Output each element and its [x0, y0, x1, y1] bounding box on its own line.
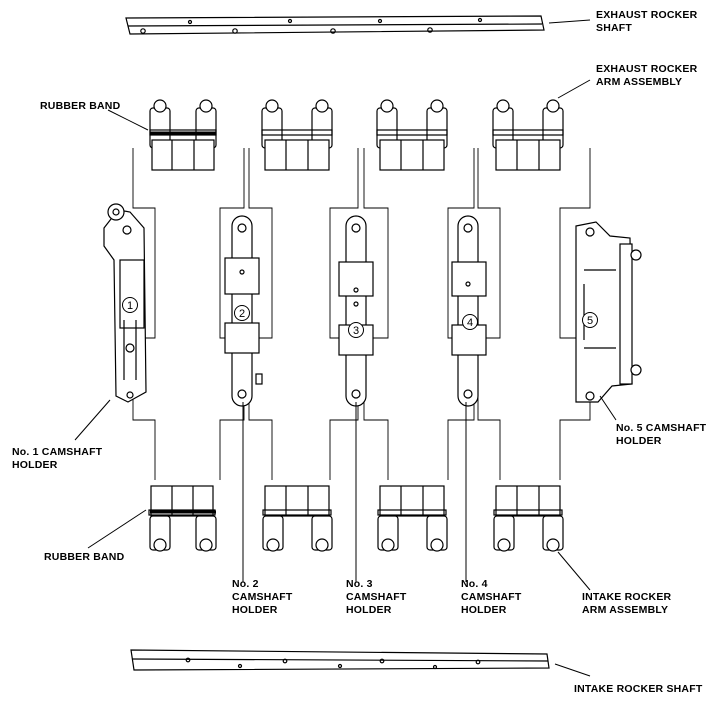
intake-rocker-arm-4: [493, 485, 564, 552]
label-no2-camshaft-holder: No. 2 CAMSHAFT HOLDER: [232, 578, 296, 616]
exhaust-rocker-shaft: [125, 15, 545, 35]
holder-number-3: 3: [353, 325, 359, 337]
label-no5-camshaft-holder: No. 5 CAMSHAFT HOLDER: [616, 422, 709, 447]
camshaft-holder-2: [224, 215, 263, 407]
label-rubber-band-bottom: RUBBER BAND: [44, 551, 125, 563]
leader-lines: [74, 19, 617, 677]
camshaft-holder-3: [338, 215, 374, 407]
exhaust-rocker-arm-2: [261, 99, 333, 171]
intake-rocker-shaft: [130, 649, 550, 671]
label-rubber-band-top: RUBBER BAND: [40, 100, 121, 112]
label-no4-camshaft-holder: No. 4 CAMSHAFT HOLDER: [461, 578, 525, 616]
connection-outlines: [132, 148, 591, 480]
exhaust-rocker-arm-4: [492, 99, 564, 171]
label-intake-rocker-shaft: INTAKE ROCKER SHAFT: [574, 683, 703, 695]
intake-rocker-arm-3: [377, 485, 448, 552]
holder-number-5: 5: [587, 315, 593, 327]
holder-number-2: 2: [239, 308, 245, 320]
intake-rocker-arm-1: [148, 485, 217, 552]
exhaust-rocker-arm-1: [149, 99, 217, 171]
holder-number-1: 1: [127, 300, 133, 312]
holder-number-markers: 1 2 3 4 5: [122, 297, 598, 338]
label-no1-camshaft-holder: No. 1 CAMSHAFT HOLDER: [12, 446, 105, 471]
label-exhaust-rocker-arm-assembly: EXHAUST ROCKER ARM ASSEMBLY: [596, 63, 701, 88]
label-exhaust-rocker-shaft: EXHAUST ROCKER SHAFT: [596, 9, 701, 34]
holder-number-4: 4: [467, 317, 473, 329]
label-intake-rocker-arm-assembly: INTAKE ROCKER ARM ASSEMBLY: [582, 591, 674, 616]
camshaft-holder-4: [451, 215, 487, 407]
exhaust-rocker-arm-3: [376, 99, 448, 171]
camshaft-holder-5: [575, 221, 642, 403]
intake-rocker-arm-2: [262, 485, 333, 552]
label-no3-camshaft-holder: No. 3 CAMSHAFT HOLDER: [346, 578, 410, 616]
